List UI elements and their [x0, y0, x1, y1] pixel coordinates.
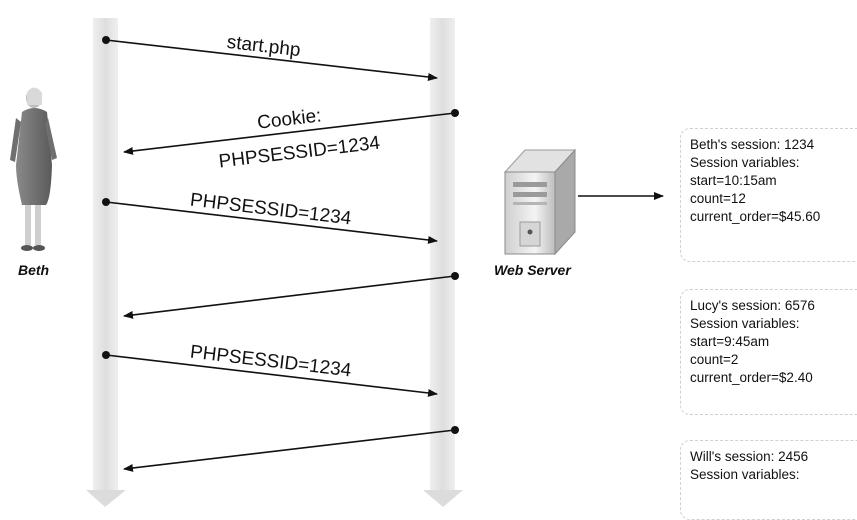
- message-origin-dot: [451, 426, 459, 434]
- message-arrow: [123, 275, 456, 319]
- message-arrow: [105, 354, 438, 397]
- session-card-lucy: Lucy's session: 6576 Session variables: …: [680, 289, 857, 415]
- server-lifeline: [423, 18, 463, 507]
- session-line: start=9:45am: [690, 334, 770, 349]
- message-origin-dot: [102, 198, 110, 206]
- server-actor-label: Web Server: [494, 262, 572, 278]
- client-lifeline: [86, 18, 126, 507]
- client-actor-label: Beth: [18, 262, 49, 278]
- request-message-3: PHPSESSID=1234: [102, 190, 438, 244]
- response-message-4: [123, 272, 459, 319]
- person-icon: [10, 87, 57, 251]
- diagram-canvas: Beth Web Server start.phpCookie:PHPSESSI…: [10, 18, 664, 507]
- response-message-6: [123, 426, 459, 472]
- session-card-will: Will's session: 2456 Session variables:: [680, 440, 857, 520]
- request-message-5: PHPSESSID=1234: [102, 342, 438, 397]
- request-message-1: start.php: [102, 32, 438, 81]
- session-line: Session variables:: [690, 467, 800, 482]
- server-tower-icon: [503, 148, 577, 256]
- message-label: start.php: [226, 32, 302, 61]
- session-line: Session variables:: [690, 155, 800, 170]
- session-line: current_order=$45.60: [690, 209, 821, 224]
- message-arrow: [123, 112, 456, 155]
- session-line: count=12: [690, 191, 746, 206]
- session-line: Beth's session: 1234: [690, 137, 815, 152]
- messages-layer: start.phpCookie:PHPSESSID=1234PHPSESSID=…: [102, 32, 459, 472]
- session-line: count=2: [690, 352, 739, 367]
- session-card-beth: Beth's session: 1234 Session variables: …: [680, 128, 857, 262]
- session-line: Session variables:: [690, 316, 800, 331]
- message-arrow: [123, 429, 456, 472]
- message-label: PHPSESSID=1234: [189, 342, 353, 382]
- message-label: PHPSESSID=1234: [189, 190, 353, 230]
- message-origin-dot: [451, 109, 459, 117]
- session-line: start=10:15am: [690, 173, 777, 188]
- message-origin-dot: [102, 36, 110, 44]
- message-arrow: [105, 201, 438, 244]
- message-origin-dot: [102, 351, 110, 359]
- message-origin-dot: [451, 272, 459, 280]
- message-arrow: [105, 39, 438, 81]
- response-message-2: Cookie:PHPSESSID=1234: [123, 105, 459, 172]
- session-line: Will's session: 2456: [690, 449, 809, 464]
- session-line: current_order=$2.40: [690, 370, 813, 385]
- session-line: Lucy's session: 6576: [690, 298, 815, 313]
